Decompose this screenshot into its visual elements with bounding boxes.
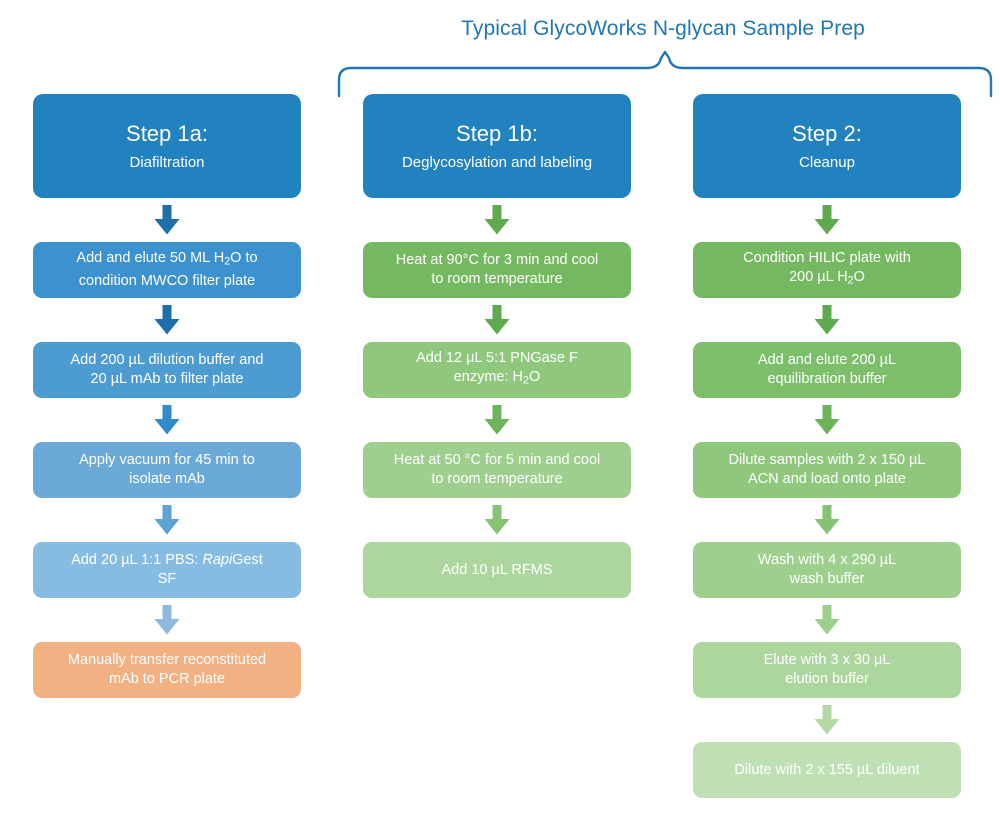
step-text-line: Heat at 90°C for 3 min and cool (395, 252, 599, 268)
flow-arrow (363, 198, 631, 242)
arrow-down-icon (154, 605, 180, 635)
step-text-line: enzyme: H2O (453, 369, 541, 387)
step-text-line: wash buffer (789, 571, 865, 587)
arrow-down-icon (484, 405, 510, 435)
header-subtitle-label: Deglycosylation and labeling (401, 154, 593, 171)
step-text-line: 200 µL H2O (789, 269, 865, 287)
flow-arrow (693, 598, 961, 642)
step-box[interactable]: Add and elute 200 µL equilibration buffer (693, 342, 961, 398)
header-subtitle-label: Diafiltration (129, 154, 205, 171)
page-title: Typical GlycoWorks N-glycan Sample Prep (461, 17, 865, 40)
arrow-down-icon (814, 705, 840, 735)
step-text-line: 20 µL mAb to filter plate (90, 371, 244, 387)
arrow-down-icon (154, 505, 180, 535)
step-text-line: Add and elute 200 µL (757, 352, 897, 368)
step-text-line: SF (157, 571, 177, 587)
step-box[interactable]: Manually transfer reconstituted mAb to PC… (33, 642, 301, 698)
step-text-line: Add 12 µL 5:1 PNGase F (416, 350, 578, 367)
arrow-down-icon (814, 305, 840, 335)
step-box[interactable]: Condition HILIC plate with 200 µL H2O (693, 242, 961, 298)
step-text-line: Dilute samples with 2 x 150 µL (728, 452, 926, 468)
arrow-down-icon (154, 305, 180, 335)
flow-arrow (693, 498, 961, 542)
header-box-step-1a[interactable]: Step 1a: Diafiltration (33, 94, 301, 198)
step-text-line: Dilute with 2 x 155 µL diluent (734, 761, 920, 778)
flow-arrow (363, 298, 631, 342)
brace-icon (337, 50, 993, 98)
header-box-step-1b[interactable]: Step 1b: Deglycosylation and labeling (363, 94, 631, 198)
step-text-line: Add and elute 50 ML H2O to (76, 250, 258, 268)
step-text-line: Heat at 50 °C for 5 min and cool (393, 452, 601, 468)
flow-arrow (363, 398, 631, 442)
flow-arrow (33, 298, 301, 342)
flow-arrow (693, 298, 961, 342)
step-box[interactable]: Apply vacuum for 45 min to isolate mAb (33, 442, 301, 498)
flow-arrow (693, 398, 961, 442)
header-step-label: Step 2: (792, 121, 862, 146)
step-text-line: to room temperature (431, 271, 563, 287)
step-box[interactable]: Add 12 µL 5:1 PNGase F enzyme: H2O (363, 342, 631, 398)
step-text-line: Condition HILIC plate with (743, 250, 911, 267)
step-text-line: elution buffer (785, 671, 869, 687)
step-box[interactable]: Wash with 4 x 290 µL wash buffer (693, 542, 961, 598)
step-box[interactable]: Elute with 3 x 30 µL elution buffer (693, 642, 961, 698)
arrow-down-icon (484, 305, 510, 335)
group-brace (335, 50, 995, 98)
step-box[interactable]: Dilute with 2 x 155 µL diluent (693, 742, 961, 798)
flow-arrow (33, 198, 301, 242)
flow-arrow (363, 498, 631, 542)
header-box-step-2[interactable]: Step 2: Cleanup (693, 94, 961, 198)
arrow-down-icon (814, 205, 840, 235)
step-text-line: Apply vacuum for 45 min to (79, 452, 255, 468)
flow-arrow (693, 698, 961, 742)
flow-arrow (693, 198, 961, 242)
step-text-line: Manually transfer reconstituted (67, 652, 267, 668)
arrow-down-icon (154, 205, 180, 235)
step-text-line: mAb to PCR plate (108, 671, 226, 687)
step-box[interactable]: Dilute samples with 2 x 150 µL ACN and lo… (693, 442, 961, 498)
header-step-label: Step 1a: (126, 121, 208, 146)
step-text-line: equilibration buffer (767, 371, 887, 387)
flow-arrow (33, 498, 301, 542)
flow-arrow (33, 598, 301, 642)
header-step-label: Step 1b: (456, 121, 538, 146)
step-text-line: isolate mAb (129, 471, 205, 487)
flow-arrow (33, 398, 301, 442)
arrow-down-icon (814, 605, 840, 635)
step-text-line: Add 20 µL 1:1 PBS: RapiGest (71, 552, 263, 568)
step-box[interactable]: Add 200 µL dilution buffer and 20 µL mAb … (33, 342, 301, 398)
step-text-line: Wash with 4 x 290 µL (757, 552, 897, 568)
arrow-down-icon (484, 205, 510, 235)
arrow-down-icon (484, 505, 510, 535)
step-box[interactable]: Heat at 50 °C for 5 min and cool to room … (363, 442, 631, 498)
step-box[interactable]: Heat at 90°C for 3 min and cool to room t… (363, 242, 631, 298)
step-text-line: condition MWCO filter plate (78, 272, 256, 289)
step-box[interactable]: Add 10 µL RFMS (363, 542, 631, 598)
step-text-line: to room temperature (431, 471, 563, 487)
header-subtitle-label: Cleanup (799, 154, 855, 171)
step-box[interactable]: Add and elute 50 ML H2O to condition MWCO… (33, 242, 301, 298)
step-text-line: Elute with 3 x 30 µL (763, 652, 891, 668)
step-text-line: ACN and load onto plate (748, 471, 906, 487)
arrow-down-icon (154, 405, 180, 435)
arrow-down-icon (814, 405, 840, 435)
arrow-down-icon (814, 505, 840, 535)
step-text-line: Add 10 µL RFMS (441, 561, 553, 578)
step-text-line: Add 200 µL dilution buffer and (70, 352, 264, 368)
